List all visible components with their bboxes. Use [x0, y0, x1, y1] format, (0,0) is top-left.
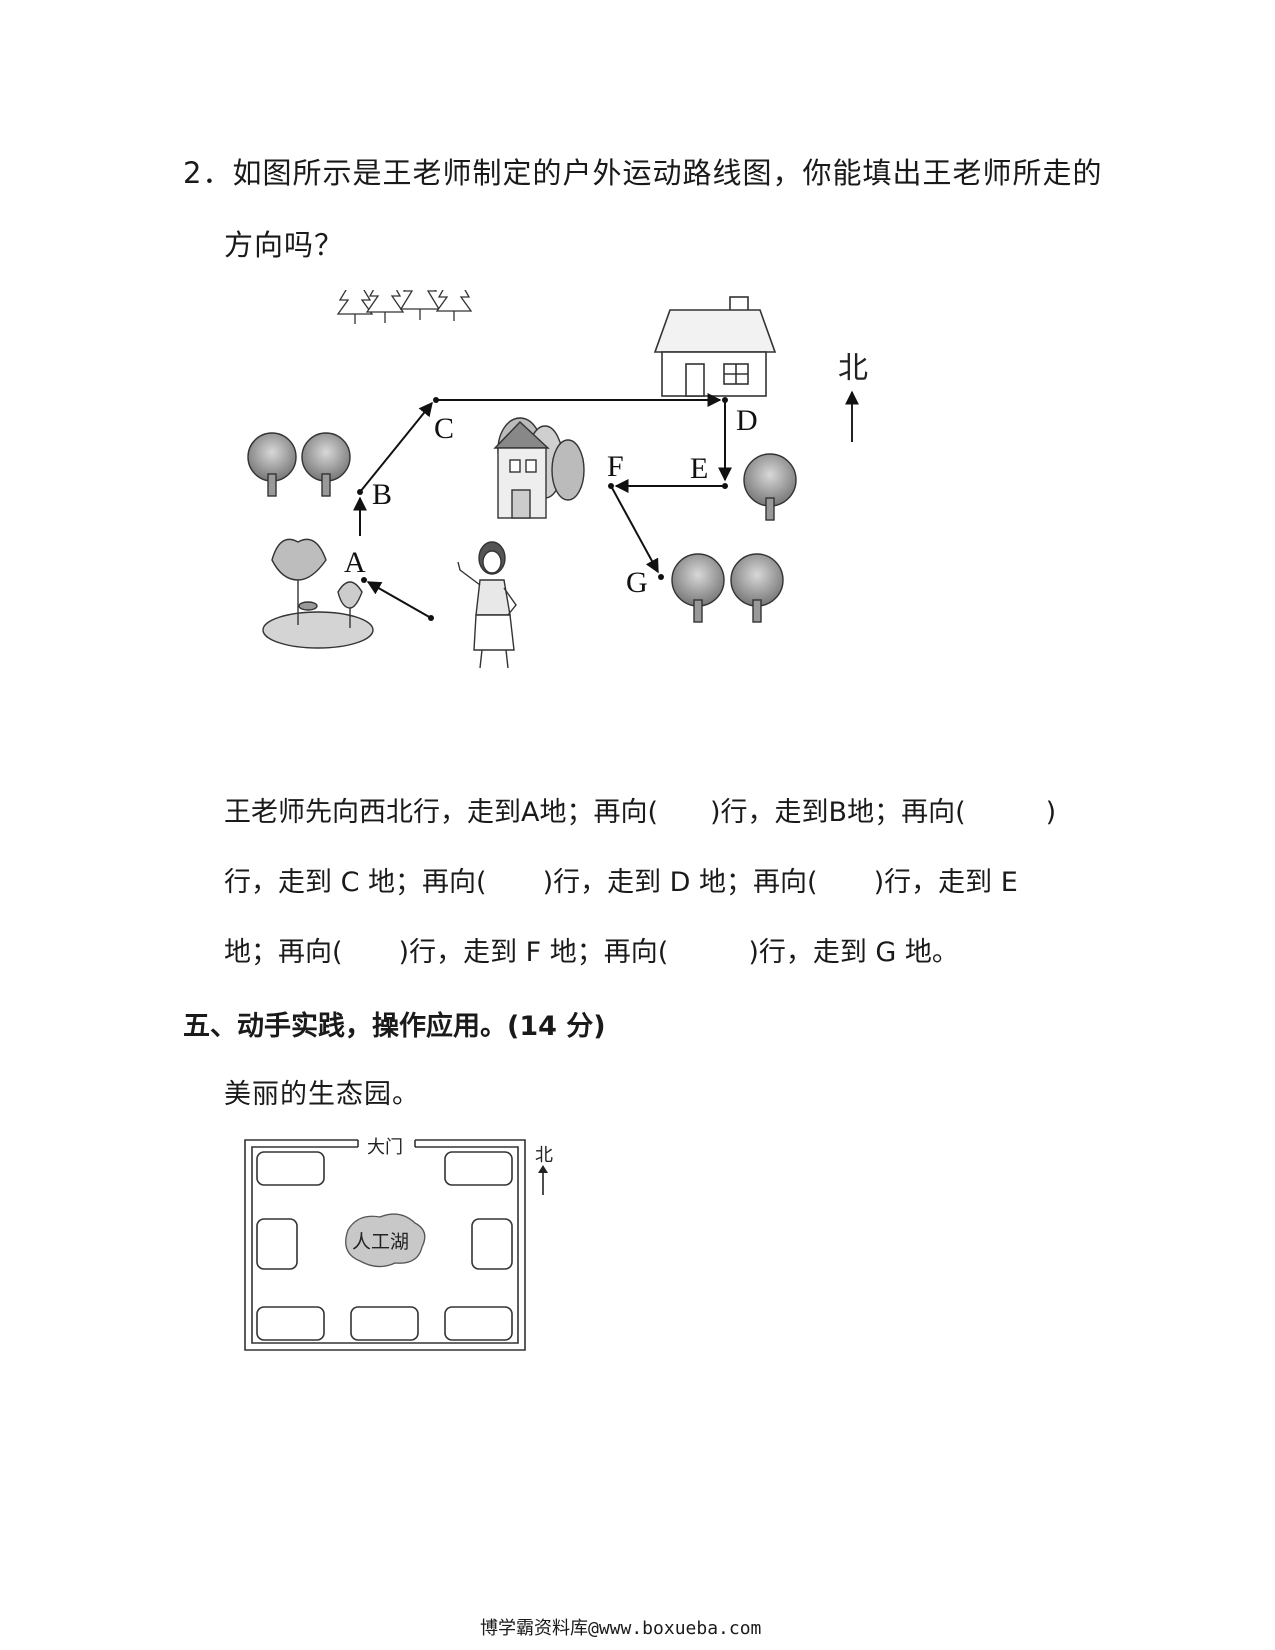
north-label: 北 [838, 351, 868, 386]
route-f-to-g [610, 485, 659, 574]
fill-line-1: 王老师先向西北行，走到A地；再向( )行，走到B地；再向() [224, 790, 1056, 829]
point-label-a: A [344, 546, 366, 579]
teacher-woman-icon [457, 541, 517, 669]
flower-pond-icon [262, 538, 374, 649]
route-map: 北 [247, 290, 868, 669]
route-points [357, 397, 728, 621]
cottage-woods-icon [493, 417, 585, 519]
point-label-c: C [434, 412, 454, 445]
round-trees-bottom-icon [671, 553, 784, 623]
plot-bottom-middle[interactable] [350, 1306, 419, 1341]
fill-line-2-part-1: 行，走到 C 地；再向( [224, 867, 487, 898]
pine-trees-icon [336, 290, 473, 324]
garden-north-label: 北 [535, 1145, 553, 1166]
route-b-to-c [359, 401, 433, 493]
round-trees-left-icon [247, 432, 351, 497]
point-label-e: E [690, 452, 708, 485]
fill-line-3-part-2: )行，走到 F 地；再向( [398, 937, 669, 968]
fill-line-3-part-1: 地；再向( [224, 937, 343, 968]
question-line-2: 方向吗？ [224, 228, 345, 262]
fill-line-2: 行，走到 C 地；再向( )行，走到 D 地；再向( )行，走到 E [224, 860, 1018, 899]
point-label-d: D [736, 404, 758, 437]
fill-line-1-part-3: ) [1045, 797, 1057, 828]
fill-line-3: 地；再向( )行，走到 F 地；再向( )行，走到 G 地。 [224, 930, 959, 969]
plot-top-right[interactable] [444, 1151, 513, 1186]
gate-label: 大门 [367, 1137, 403, 1158]
fill-line-2-part-3: )行，走到 E [873, 867, 1018, 898]
plot-bottom-left[interactable] [256, 1306, 325, 1341]
plot-top-left[interactable] [256, 1151, 325, 1186]
question-text-1: 如图所示是王老师制定的户外运动路线图，你能填出王老师所走的 [232, 156, 1103, 190]
plot-middle-right[interactable] [471, 1218, 513, 1270]
route-arrows [353, 393, 732, 619]
point-label-g: G [626, 566, 648, 599]
plot-bottom-right[interactable] [444, 1306, 513, 1341]
house-icon [653, 296, 777, 397]
route-start-to-a [366, 581, 432, 619]
question-number: 2． [183, 156, 233, 190]
point-label-f: F [607, 450, 624, 483]
fill-line-1-part-1: 王老师先向西北行，走到A地；再向( [224, 797, 659, 828]
footer-watermark: 博学霸资料库@www.boxueba.com [480, 1618, 762, 1639]
fill-line-1-part-2: )行，走到B地；再向( [710, 797, 966, 828]
fill-line-2-part-2: )行，走到 D 地；再向( [542, 867, 818, 898]
question-line-1: 2．如图所示是王老师制定的户外运动路线图，你能填出王老师所走的 [183, 150, 1102, 192]
garden-plots [256, 1151, 513, 1341]
fill-line-3-part-3: )行，走到 G 地。 [748, 937, 959, 968]
section-5-title: 五、动手实践，操作应用。(14 分) [183, 1011, 606, 1042]
lake-shape [345, 1213, 426, 1268]
plot-middle-left[interactable] [256, 1218, 298, 1270]
point-label-b: B [372, 478, 392, 511]
north-arrow: 北 [838, 351, 868, 442]
lake-label: 人工湖 [352, 1231, 409, 1253]
section-5-subtitle: 美丽的生态园。 [224, 1079, 420, 1110]
garden-map: 大门 人工湖 北 [244, 1137, 553, 1351]
round-tree-right-icon [743, 453, 797, 521]
